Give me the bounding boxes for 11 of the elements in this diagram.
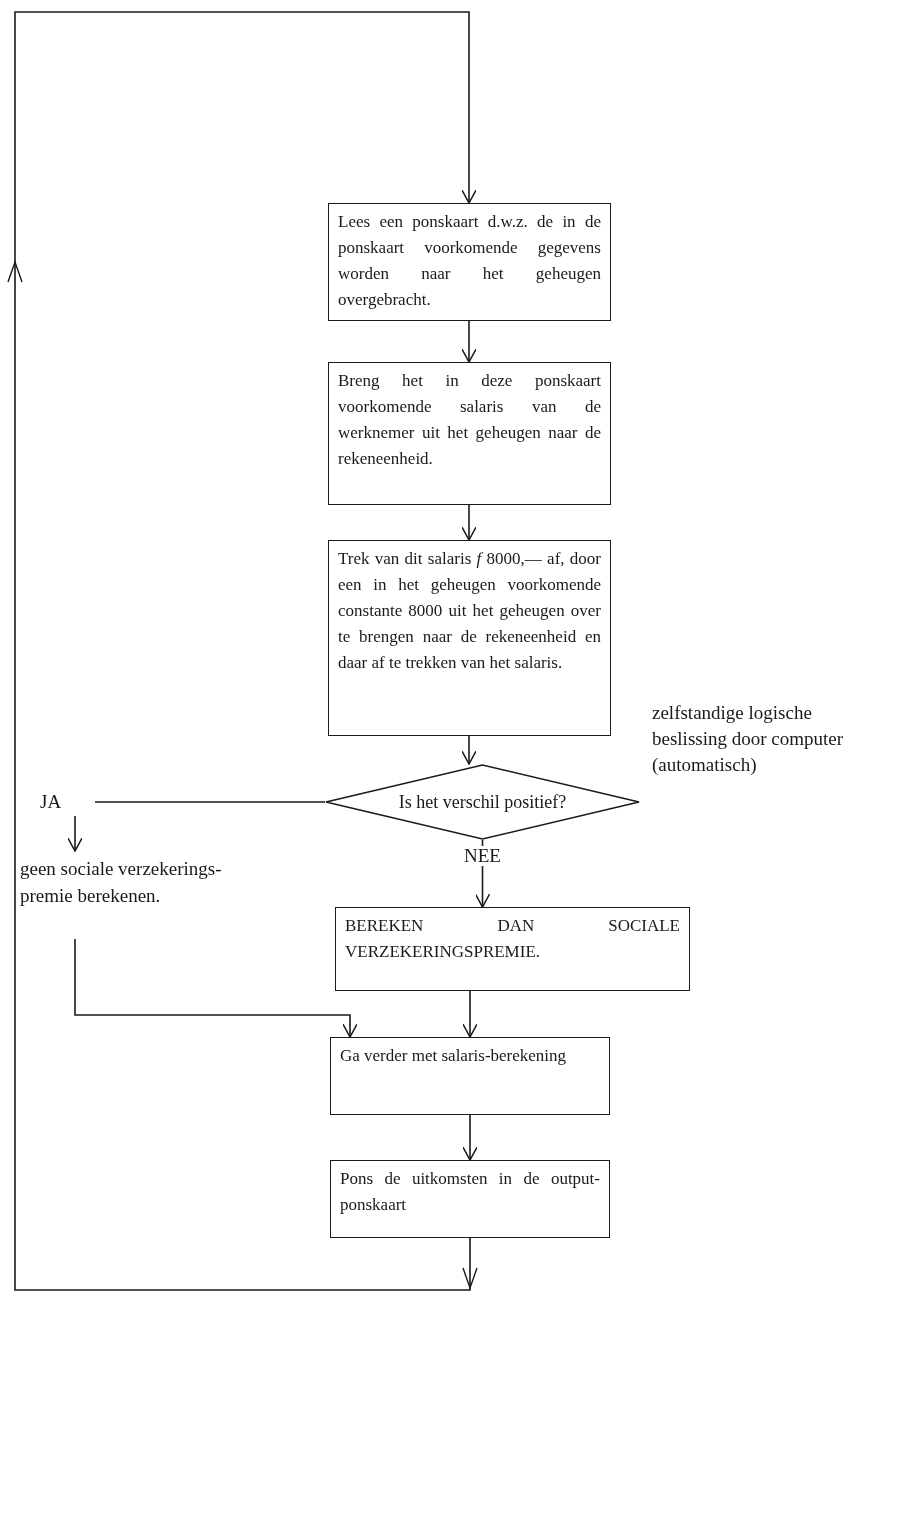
process-box: Lees een ponskaart d.w.z. de in de ponskaart voorkomende gegevens worden naar het geheugen overgebracht. bbox=[328, 203, 611, 321]
process-box: Ga verder met salaris-berekening bbox=[330, 1037, 610, 1115]
step-text: Is het verschil positief? bbox=[397, 790, 568, 814]
step-text: geen sociale verzekerings-premie berekenen. bbox=[20, 857, 223, 908]
process-box: Trek van dit salaris f 8000,— af, door een in het geheugen voorkomende constante 8000 uit het geheugen over te brengen naar de rekeneenheid en daar af te trekken van het salaris. bbox=[328, 540, 611, 736]
annotation-text: zelfstandige logische beslissing door computer (automatisch) bbox=[652, 701, 845, 777]
process-box: Pons de uitkomsten in de output-ponskaart bbox=[330, 1160, 610, 1238]
process-box: Breng het in deze ponskaart voorkomende salaris van de werknemer uit het geheugen naar de rekeneenheid. bbox=[328, 362, 611, 505]
edge-label: NEE bbox=[462, 846, 503, 866]
step-text: JA bbox=[40, 790, 63, 814]
process-box: BEREKEN DAN SOCIALE VERZEKERINGSPREMIE. bbox=[335, 907, 690, 991]
